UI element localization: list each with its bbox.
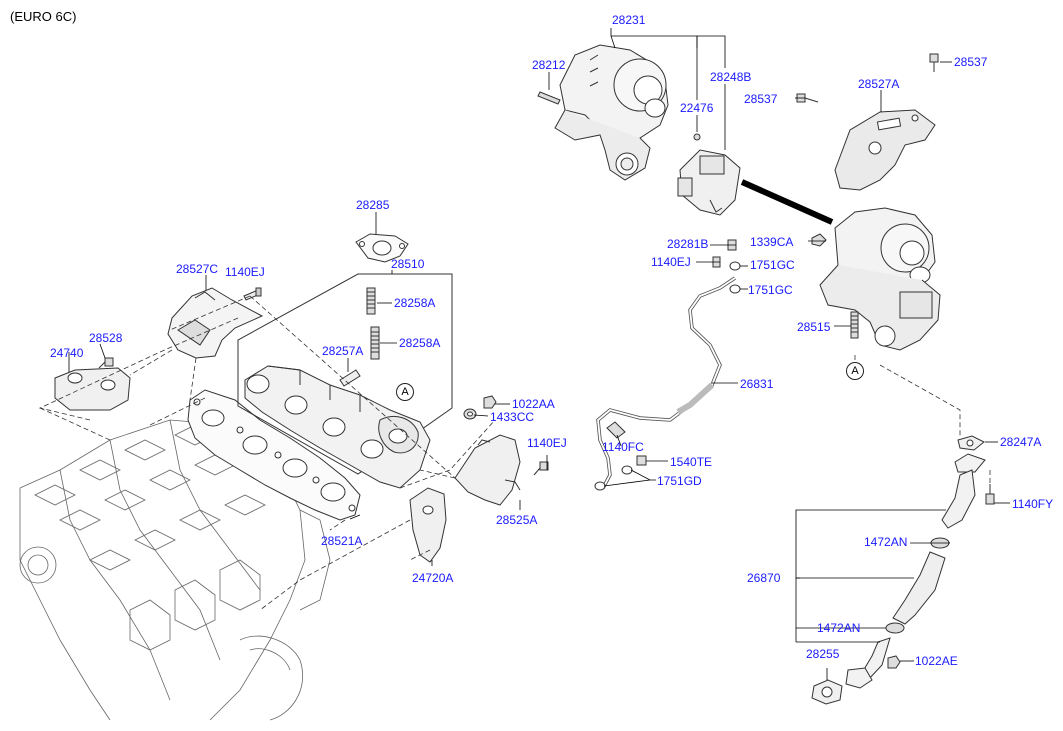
leader-lines: [68, 28, 1010, 680]
clip-22476-drawing: [693, 133, 701, 141]
part-label-28537-lower[interactable]: 28537: [744, 92, 778, 106]
part-label-28527c[interactable]: 28527C: [176, 262, 219, 276]
oil-return-hose-26870-drawing: [892, 551, 946, 625]
ref-marker-a-turbo: A: [846, 362, 864, 380]
part-label-1140ej-a[interactable]: 1140EJ: [225, 265, 265, 279]
part-label-28248b[interactable]: 28248B: [710, 70, 752, 84]
turbocharger-upper-drawing: [554, 44, 669, 181]
part-label-1751gd[interactable]: 1751GD: [657, 474, 702, 488]
part-label-1472an-lower[interactable]: 1472AN: [817, 621, 861, 635]
nut-1339ca-drawing: [811, 233, 827, 247]
part-label-1540te[interactable]: 1540TE: [670, 455, 713, 469]
turbocharger-assembled-drawing: [819, 207, 941, 351]
part-label-1140ej-c[interactable]: 1140EJ: [651, 255, 691, 269]
heat-shield-28525a-drawing: [454, 434, 521, 506]
dashed-guides: [38, 295, 991, 611]
washer-1433cc-drawing: [463, 408, 477, 420]
oil-return-pipe-upper-drawing: [941, 453, 986, 529]
bolt-28537-a-drawing: [929, 53, 939, 72]
bolt-1140ej-a-drawing: [243, 287, 262, 301]
part-label-28525a[interactable]: 28525A: [496, 513, 538, 527]
heat-shield-28527c-drawing: [167, 287, 264, 359]
stud-28258a-upper-drawing: [366, 287, 376, 315]
part-label-28257a[interactable]: 28257A: [322, 344, 364, 358]
part-label-1433cc[interactable]: 1433CC: [490, 410, 535, 424]
oil-return-pipe-lower-drawing: [845, 637, 891, 689]
bolt-1540te-drawing: [636, 455, 647, 466]
part-label-1751gc-a[interactable]: 1751GC: [750, 258, 795, 272]
part-label-28231[interactable]: 28231: [612, 13, 646, 27]
bracket-24720a-drawing: [409, 487, 447, 563]
stud-28212-drawing: [537, 91, 561, 105]
part-label-28521a[interactable]: 28521A: [321, 534, 363, 548]
stud-28515-drawing: [850, 311, 859, 339]
gasket-28521a-drawing: [187, 389, 361, 521]
part-label-1022ae[interactable]: 1022AE: [915, 654, 958, 668]
part-label-28527a[interactable]: 28527A: [858, 77, 900, 91]
part-label-1339ca[interactable]: 1339CA: [750, 235, 794, 249]
heat-shield-28527a-drawing: [834, 109, 936, 191]
washer-1751gc-a-drawing: [729, 261, 741, 271]
part-label-28281b[interactable]: 28281B: [667, 237, 709, 251]
part-label-28247a[interactable]: 28247A: [1000, 435, 1042, 449]
gasket-28255-drawing: [811, 679, 843, 705]
gasket-28247a-drawing: [957, 435, 985, 451]
washer-1751gd-drawing: [594, 465, 633, 491]
part-label-1140fy[interactable]: 1140FY: [1012, 497, 1054, 511]
part-label-28510[interactable]: 28510: [391, 257, 425, 271]
part-label-28528[interactable]: 28528: [89, 331, 123, 345]
bolt-28528-drawing: [98, 357, 114, 369]
part-label-1472an-upper[interactable]: 1472AN: [864, 535, 908, 549]
part-label-28212[interactable]: 28212: [532, 58, 566, 72]
washer-1751gc-b-drawing: [729, 284, 741, 294]
actuator-28248b-drawing: [677, 149, 741, 216]
nut-1022ae-drawing: [887, 655, 901, 669]
bolt-1140ej-b-drawing: [533, 461, 549, 476]
part-label-1140ej-b[interactable]: 1140EJ: [527, 436, 567, 450]
part-label-28258a-upper[interactable]: 28258A: [394, 296, 436, 310]
part-label-28537-upper[interactable]: 28537: [954, 55, 988, 69]
oil-feed-pipe-26831-drawing: [596, 276, 736, 489]
part-label-24720a[interactable]: 24720A: [412, 571, 454, 585]
hose-clamp-1472an-b-drawing: [885, 622, 905, 634]
part-label-28285[interactable]: 28285: [356, 198, 390, 212]
part-label-28258a-lower[interactable]: 28258A: [399, 336, 441, 350]
flange-gasket-28285-drawing: [355, 233, 409, 263]
part-label-28515[interactable]: 28515: [797, 320, 831, 334]
part-label-1022aa[interactable]: 1022AA: [512, 397, 555, 411]
assembly-arrow: [740, 179, 834, 225]
part-label-24740[interactable]: 24740: [50, 346, 84, 360]
bolt-1140fc-drawing: [606, 421, 626, 439]
stud-28257a-drawing: [339, 369, 361, 387]
part-label-26831[interactable]: 26831: [740, 377, 774, 391]
stud-28258a-lower-drawing: [370, 326, 380, 360]
bolt-1140fy-drawing: [985, 484, 995, 505]
exhaust-manifold-drawing: [244, 365, 431, 489]
part-label-1140fc[interactable]: 1140FC: [602, 440, 644, 454]
page-title: (EURO 6C): [10, 9, 77, 24]
bracket-24740-drawing: [54, 367, 131, 411]
ref-marker-a-manifold: A: [396, 383, 414, 401]
nut-1022aa-drawing: [483, 395, 497, 409]
manifold-frame-28510: [237, 273, 453, 475]
part-label-1751gc-b[interactable]: 1751GC: [748, 283, 793, 297]
part-label-28255[interactable]: 28255: [806, 647, 840, 661]
part-label-22476[interactable]: 22476: [680, 101, 714, 115]
part-label-26870[interactable]: 26870: [747, 571, 781, 585]
